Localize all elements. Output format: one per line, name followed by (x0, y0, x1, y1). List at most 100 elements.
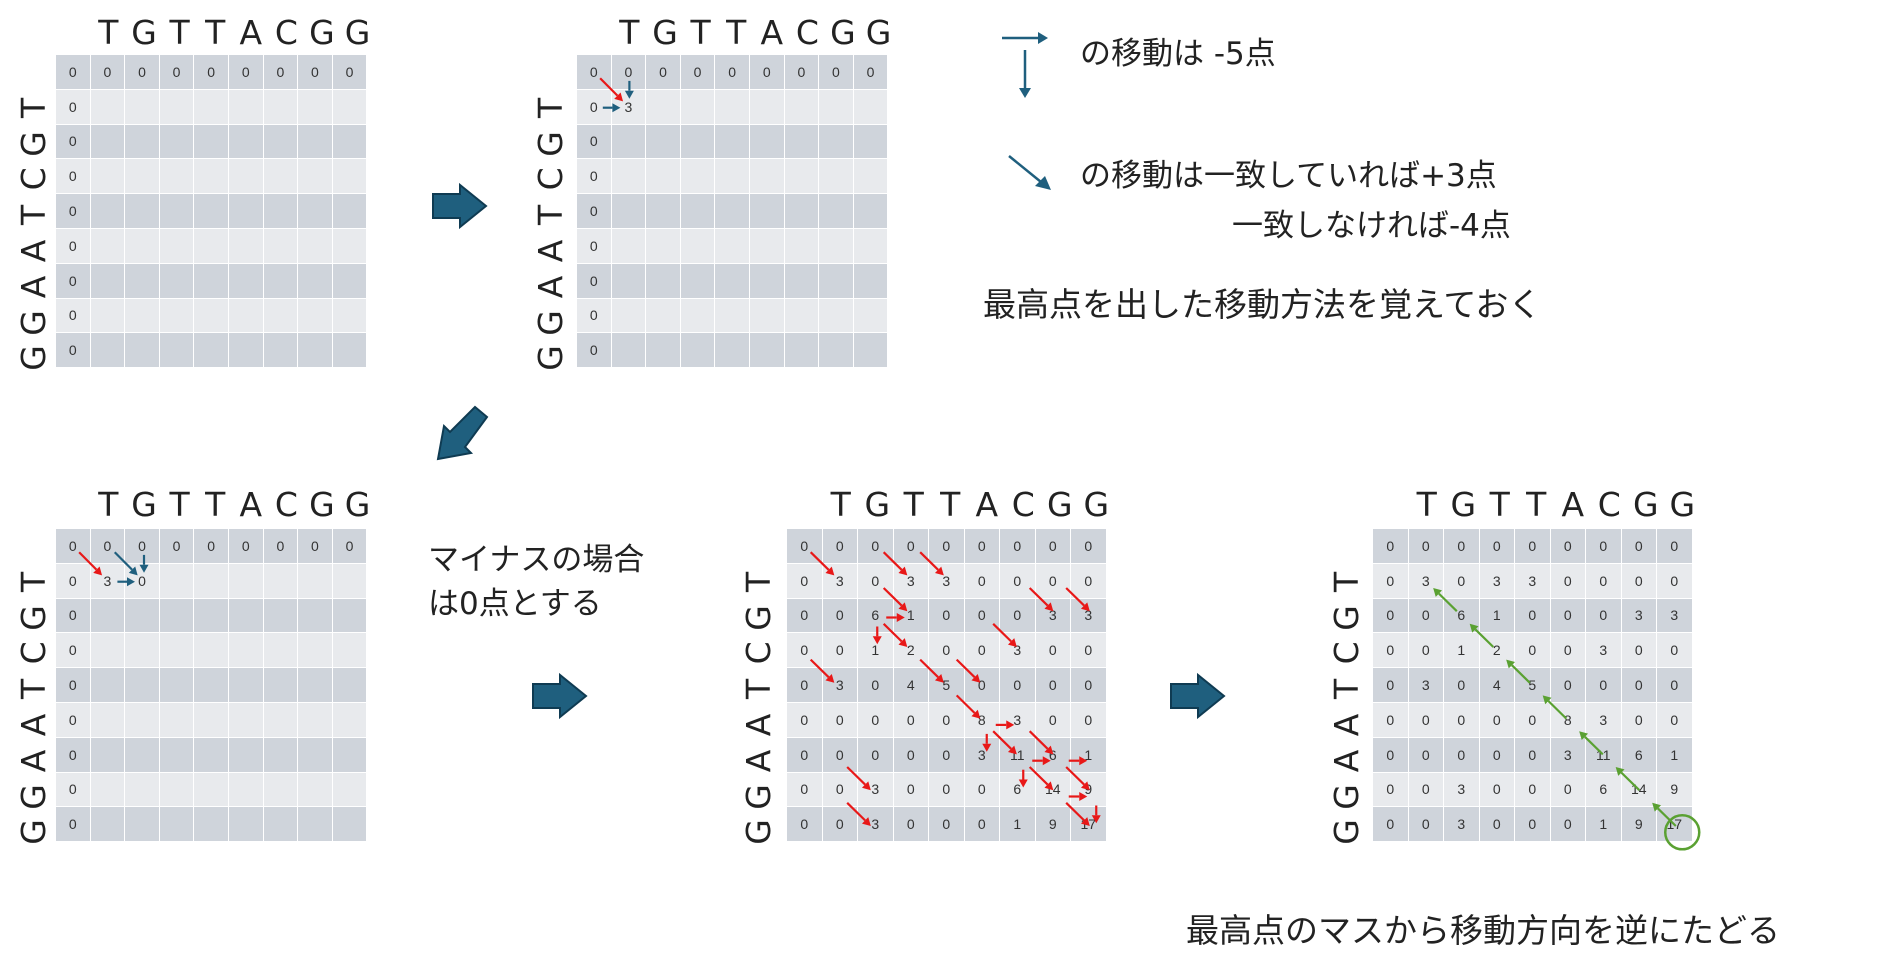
matrix-cell: 0 (1478, 771, 1515, 808)
matrix-cell (193, 806, 229, 843)
matrix-cell: 3 (1656, 597, 1693, 634)
matrix-cell: 3 (1514, 562, 1551, 599)
matrix-cell: 0 (1443, 562, 1480, 599)
top-sequence-base: T (726, 12, 747, 52)
matrix-cell (679, 262, 716, 299)
matrix-cell: 0 (576, 123, 612, 160)
matrix-cell: 0 (1585, 667, 1622, 703)
matrix-cell (297, 158, 333, 195)
matrix-row: 0 (55, 193, 368, 229)
matrix-cell (124, 227, 160, 264)
side-sequence-base: A (1327, 713, 1367, 737)
matrix-cell: 0 (227, 54, 264, 90)
matrix-row: 0 (576, 332, 889, 369)
matrix-cell (227, 667, 264, 703)
matrix-cell: 0 (786, 806, 823, 843)
matrix-cell: 0 (818, 54, 854, 90)
matrix-cell: 0 (1514, 597, 1551, 634)
matrix-row: 0 (55, 771, 368, 808)
top-sequence-base: G (309, 484, 335, 524)
matrix-cell (645, 158, 681, 195)
side-sequence-base: T (1327, 679, 1367, 700)
matrix-cell: 0 (1585, 562, 1622, 599)
matrix-cell: 0 (1656, 632, 1693, 669)
matrix-cell (331, 667, 368, 703)
matrix-cell (645, 227, 681, 264)
side-sequence-base: T (1327, 571, 1367, 592)
matrix-cell (193, 332, 229, 369)
matrix-cell (262, 701, 299, 738)
matrix-cell: 0 (928, 771, 965, 808)
matrix-cell: 0 (55, 54, 91, 90)
matrix-cell: 3 (1549, 736, 1586, 773)
matrix-cell (89, 332, 126, 369)
matrix-cell: 0 (1372, 771, 1409, 808)
side-sequence-base: G (1327, 783, 1367, 810)
matrix-cell: 17 (1656, 806, 1693, 843)
matrix-cell (158, 227, 195, 264)
matrix-cell: 0 (1620, 562, 1657, 599)
matrix-cell: 3 (1585, 632, 1622, 669)
matrix-cell (124, 158, 160, 195)
legend-move-text: の移動は -5点 (1080, 36, 1276, 72)
matrix-cell (297, 88, 333, 125)
top-sequence-base: T (830, 484, 851, 524)
matrix-cell: 0 (1407, 806, 1444, 843)
matrix-cell: 0 (963, 806, 1000, 843)
matrix-cell (89, 227, 126, 264)
matrix-cell (262, 297, 299, 334)
matrix-cell (158, 332, 195, 369)
matrix-cell: 0 (55, 262, 91, 299)
matrix-cell (262, 332, 299, 369)
matrix-cell: 6 (1585, 771, 1622, 808)
matrix-cell: 4 (1478, 667, 1515, 703)
matrix-cell (645, 332, 681, 369)
matrix-cell: 0 (1656, 528, 1693, 564)
matrix-cell: 0 (1549, 771, 1586, 808)
matrix-cell: 0 (1549, 806, 1586, 843)
matrix-cell: 0 (55, 158, 91, 195)
matrix-row: 0 (55, 227, 368, 264)
matrix-cell: 1 (999, 806, 1036, 843)
matrix-row: 0 (55, 632, 368, 669)
top-sequence-base: T (903, 484, 924, 524)
matrix-row: 0 (576, 227, 889, 264)
top-sequence-base: A (975, 484, 999, 524)
matrix-cell (227, 771, 264, 808)
matrix-cell: 0 (1585, 528, 1622, 564)
top-sequence-base: G (131, 484, 157, 524)
top-sequence-base: T (1489, 484, 1510, 524)
matrix-cell (748, 158, 785, 195)
matrix-cell (262, 262, 299, 299)
matrix-cell: 0 (786, 667, 823, 703)
matrix-cell: 0 (576, 193, 612, 229)
top-sequence-base: G (344, 484, 371, 524)
matrix-cell (262, 88, 299, 125)
matrix-cell: 0 (1407, 597, 1444, 634)
matrix-cell: 0 (1478, 528, 1515, 564)
matrix-cell: 0 (124, 528, 160, 564)
matrix-cell: 0 (1407, 632, 1444, 669)
matrix-row: 0 (55, 88, 368, 125)
top-sequence-base: G (1632, 484, 1659, 524)
matrix-cell: 0 (1034, 528, 1071, 564)
matrix-cell (679, 297, 716, 334)
matrix-cell: 0 (55, 88, 91, 125)
matrix-cell: 0 (1514, 528, 1551, 564)
matrix-cell (124, 806, 160, 843)
matrix-cell: 0 (1034, 632, 1071, 669)
matrix-cell (297, 262, 333, 299)
matrix-cell (818, 123, 854, 160)
matrix-cell (262, 632, 299, 669)
matrix-cell: 6 (1443, 597, 1480, 634)
legend-mismatch-text: 一致しなければ-4点 (1232, 208, 1511, 244)
matrix-cell: 0 (786, 597, 823, 634)
